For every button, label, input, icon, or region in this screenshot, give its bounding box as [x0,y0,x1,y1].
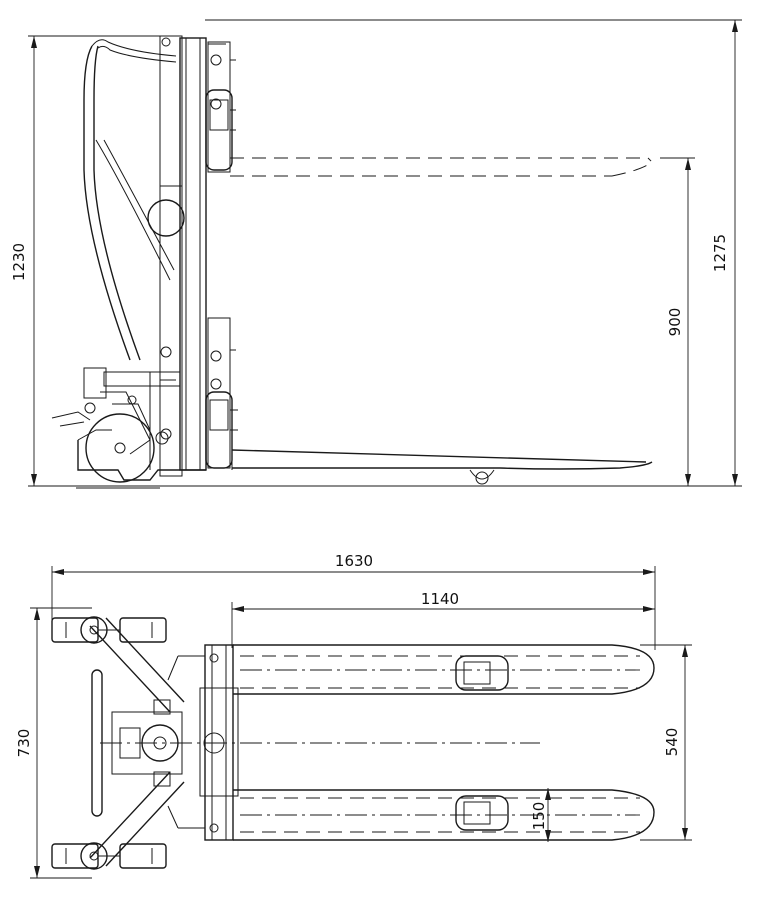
lower-carriage [160,317,238,469]
upper-carriage [205,41,236,173]
side-view: 1230 1275 900 [10,19,742,489]
fork-frame [167,644,239,841]
dim-label-900: 900 [666,308,684,337]
dim-label-1140: 1140 [421,590,459,608]
caster-top [51,616,167,644]
dim-label-1630: 1630 [335,552,373,570]
dim-label-1275: 1275 [711,234,729,272]
dim-fork-length: 1140 [231,590,655,648]
dim-label-540: 540 [663,728,681,757]
lowered-fork [231,449,653,485]
fork-upper [233,644,655,695]
dim-max-height: 1275 [205,19,742,487]
dim-fork-outer-width: 540 [640,644,692,841]
dim-overall-width: 730 [15,607,92,879]
steering-arms [89,617,185,867]
top-view: 1630 1140 730 540 [15,552,692,879]
drive-wheel-icon [85,413,155,483]
tiller-handle [83,39,177,361]
load-roller-icon [455,655,509,691]
mast-pulley [147,199,185,237]
handle-bar [91,669,103,817]
load-roller-icon [455,795,509,831]
dim-label-150: 150 [530,802,548,831]
dim-label-1230: 1230 [10,243,28,281]
dim-fork-lift-height: 900 [660,157,695,486]
dim-label-730: 730 [15,729,33,758]
fork-lower [233,789,655,841]
dim-overall-length: 1630 [51,552,656,650]
raised-fork [230,157,653,177]
pump-unit [51,367,206,489]
caster-bottom [51,842,167,870]
